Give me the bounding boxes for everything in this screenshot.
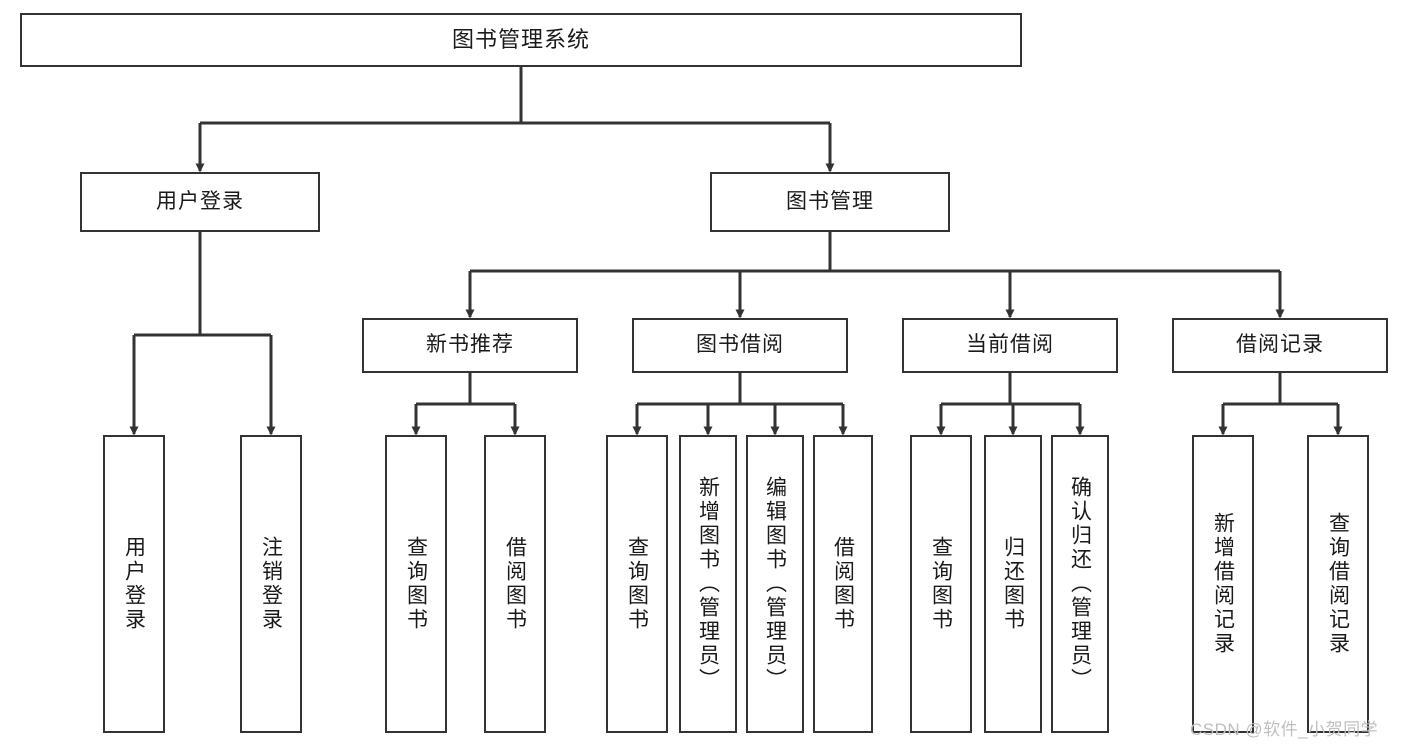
node-new_book_rec[interactable]: 新书推荐 (362, 318, 578, 373)
node-label: 查询图书 (929, 536, 953, 632)
node-label: 查询图书 (404, 536, 428, 632)
node-label: 新增图书（管理员） (696, 476, 720, 692)
node-label: 确认归还（管理员） (1068, 476, 1092, 692)
node-label: 编辑图书（管理员） (763, 476, 787, 692)
node-book_manage[interactable]: 图书管理 (710, 172, 950, 232)
connector-lines (129, 67, 1343, 436)
node-borrow_record[interactable]: 借阅记录 (1172, 318, 1388, 373)
node-leaf_bb_add[interactable]: 新增图书（管理员） (679, 435, 737, 733)
node-leaf_nbr_query[interactable]: 查询图书 (385, 435, 447, 733)
node-label: 用户登录 (122, 536, 146, 632)
node-label: 借阅图书 (831, 536, 855, 632)
node-label: 图书借阅 (696, 333, 784, 357)
node-user_login[interactable]: 用户登录 (80, 172, 320, 232)
node-label: 新增借阅记录 (1211, 512, 1235, 656)
node-label: 当前借阅 (966, 333, 1054, 357)
node-label: 借阅图书 (503, 536, 527, 632)
node-label: 查询图书 (625, 536, 649, 632)
node-label: 注销登录 (259, 536, 283, 632)
node-label: 图书管理系统 (451, 27, 590, 53)
node-leaf_bb_borrow[interactable]: 借阅图书 (813, 435, 873, 733)
node-book_borrow[interactable]: 图书借阅 (632, 318, 848, 373)
node-label: 新书推荐 (426, 333, 514, 357)
node-leaf_bb_edit[interactable]: 编辑图书（管理员） (746, 435, 804, 733)
node-leaf_br_query[interactable]: 查询借阅记录 (1307, 435, 1369, 733)
node-label: 图书管理 (786, 189, 874, 213)
node-label: 借阅记录 (1236, 333, 1324, 357)
node-label: 用户登录 (156, 189, 244, 213)
node-leaf_logout[interactable]: 注销登录 (240, 435, 302, 733)
node-label: 查询借阅记录 (1326, 512, 1350, 656)
node-leaf_bb_query[interactable]: 查询图书 (606, 435, 668, 733)
node-leaf_br_add[interactable]: 新增借阅记录 (1192, 435, 1254, 733)
node-current_borrow[interactable]: 当前借阅 (902, 318, 1118, 373)
node-root[interactable]: 图书管理系统 (20, 13, 1022, 67)
node-leaf_cb_return[interactable]: 归还图书 (984, 435, 1042, 733)
node-leaf_cb_confirm[interactable]: 确认归还（管理员） (1051, 435, 1109, 733)
node-leaf_nbr_borrow[interactable]: 借阅图书 (484, 435, 546, 733)
node-leaf_cb_query[interactable]: 查询图书 (910, 435, 972, 733)
node-leaf_user_login[interactable]: 用户登录 (103, 435, 165, 733)
node-label: 归还图书 (1001, 536, 1025, 632)
